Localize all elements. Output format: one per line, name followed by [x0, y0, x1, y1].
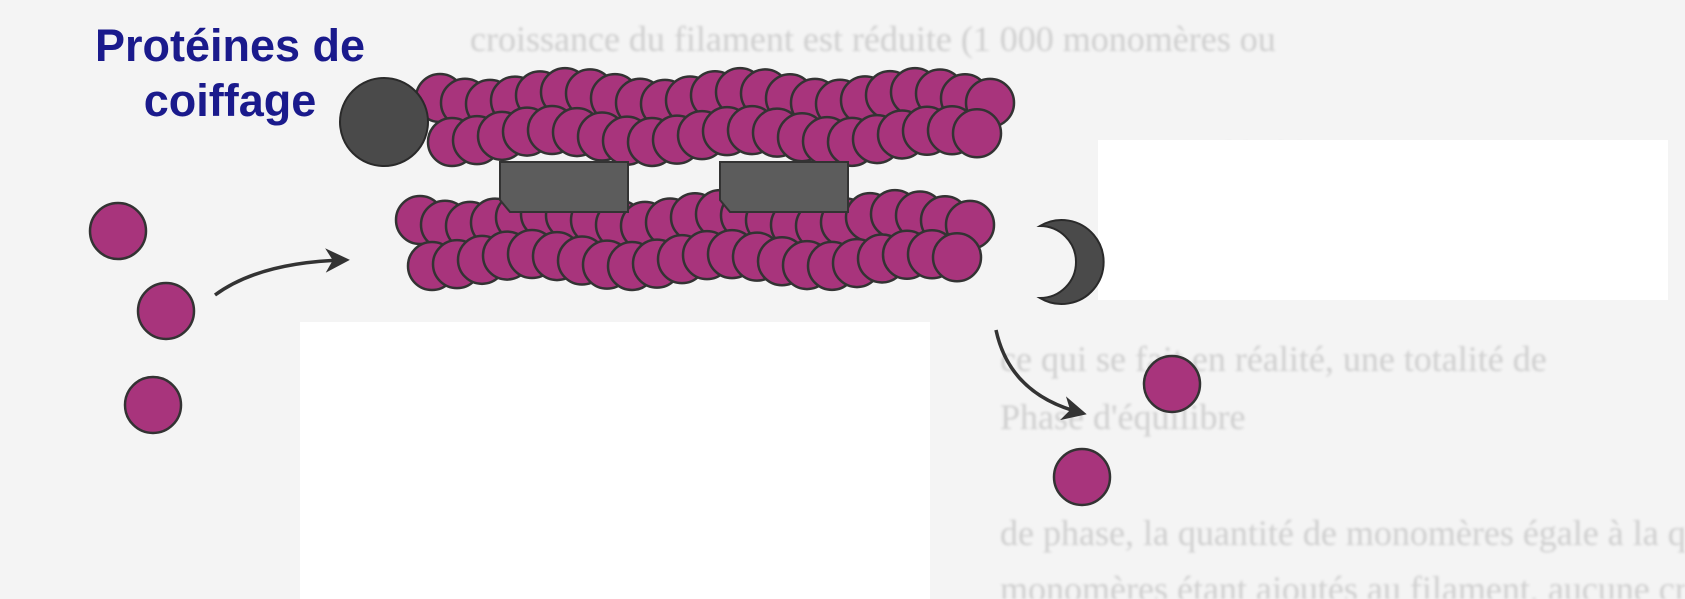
actin-monomer: [138, 283, 194, 339]
actin-monomer: [933, 233, 981, 281]
crosslink-block: [500, 162, 628, 212]
capping-proteins-title: Protéines de coiffage: [50, 18, 410, 128]
crosslink-block: [720, 162, 848, 212]
filament-bottom-strand: [396, 190, 994, 290]
actin-monomer: [1054, 449, 1110, 505]
filament-top-strand: [416, 68, 1014, 166]
actin-monomer: [1144, 356, 1200, 412]
title-line-2: coiffage: [50, 73, 410, 128]
actin-monomer: [125, 377, 181, 433]
actin-monomer: [953, 109, 1001, 157]
arrow-monomer-release: [996, 330, 1082, 413]
title-line-1: Protéines de: [50, 18, 410, 73]
actin-monomer: [90, 203, 146, 259]
arrow-monomer-addition: [215, 260, 345, 295]
capping-protein-right: [1040, 220, 1104, 304]
